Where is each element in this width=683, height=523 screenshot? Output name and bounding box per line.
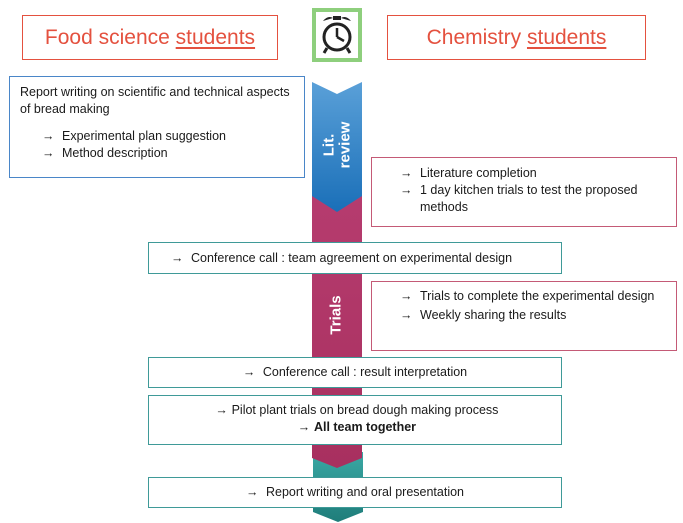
conference-design-text: Conference call : team agreement on expe… bbox=[191, 250, 513, 265]
conference-results-text: Conference call : result interpretation bbox=[262, 365, 468, 379]
final-report-box: → Report writing and oral presentation bbox=[148, 477, 562, 508]
food-report-box: Report writing on scientific and technic… bbox=[9, 76, 305, 178]
food-report-item: → Method description bbox=[42, 146, 168, 160]
lit-review-label-line1: Lit. bbox=[319, 133, 337, 157]
final-report-text: Report writing and oral presentation bbox=[265, 485, 465, 499]
arrow-icon: → bbox=[297, 420, 311, 434]
arrow-icon: → bbox=[245, 485, 259, 499]
arrow-icon: → bbox=[400, 289, 413, 303]
chem-trials-box: → Trials to complete the experimental de… bbox=[371, 281, 677, 351]
food-science-header-underlined: students bbox=[175, 25, 256, 49]
trials-label: Trials bbox=[327, 295, 345, 335]
pilot-plant-box: →Pilot plant trials on bread dough makin… bbox=[148, 395, 562, 445]
chemistry-header-underlined: students bbox=[526, 25, 607, 49]
conference-design-box: → Conference call : team agreement on ex… bbox=[148, 242, 562, 274]
arrow-icon: → bbox=[215, 403, 228, 417]
chem-trials-item: → Trials to complete the experimental de… bbox=[400, 289, 655, 303]
food-report-item: → Experimental plan suggestion bbox=[42, 129, 226, 143]
clock-frame bbox=[312, 8, 362, 62]
arrow-icon: → bbox=[242, 365, 256, 379]
arrow-icon: → bbox=[400, 308, 413, 322]
lit-review-stage-arrow bbox=[312, 82, 362, 212]
arrow-icon: → bbox=[400, 166, 413, 180]
arrow-icon: → bbox=[400, 183, 413, 197]
arrow-icon: → bbox=[171, 250, 184, 265]
chemistry-header: Chemistry students bbox=[387, 15, 646, 60]
food-science-header: Food science students bbox=[22, 15, 278, 60]
pilot-plant-line2: →All team together bbox=[149, 419, 561, 436]
chem-literature-item: → 1 day kitchen trials to test the propo… bbox=[400, 183, 638, 214]
lit-review-label-line2: review bbox=[335, 121, 353, 169]
conference-results-box: → Conference call : result interpretatio… bbox=[148, 357, 562, 388]
pilot-plant-line1: →Pilot plant trials on bread dough makin… bbox=[149, 402, 561, 419]
food-report-intro: Report writing on scientific and technic… bbox=[20, 85, 290, 116]
chem-trials-item: → Weekly sharing the results bbox=[400, 308, 567, 322]
lit-review-label: Lit. review bbox=[312, 110, 362, 180]
arrow-icon: → bbox=[42, 129, 55, 143]
chemistry-header-text: Chemistry bbox=[426, 25, 527, 49]
chem-literature-box: → Literature completion → 1 day kitchen … bbox=[371, 157, 677, 227]
chem-literature-item: → Literature completion bbox=[400, 166, 537, 180]
alarm-clock-icon bbox=[322, 16, 352, 54]
arrow-icon: → bbox=[42, 146, 55, 160]
food-science-header-text: Food science bbox=[44, 25, 176, 49]
